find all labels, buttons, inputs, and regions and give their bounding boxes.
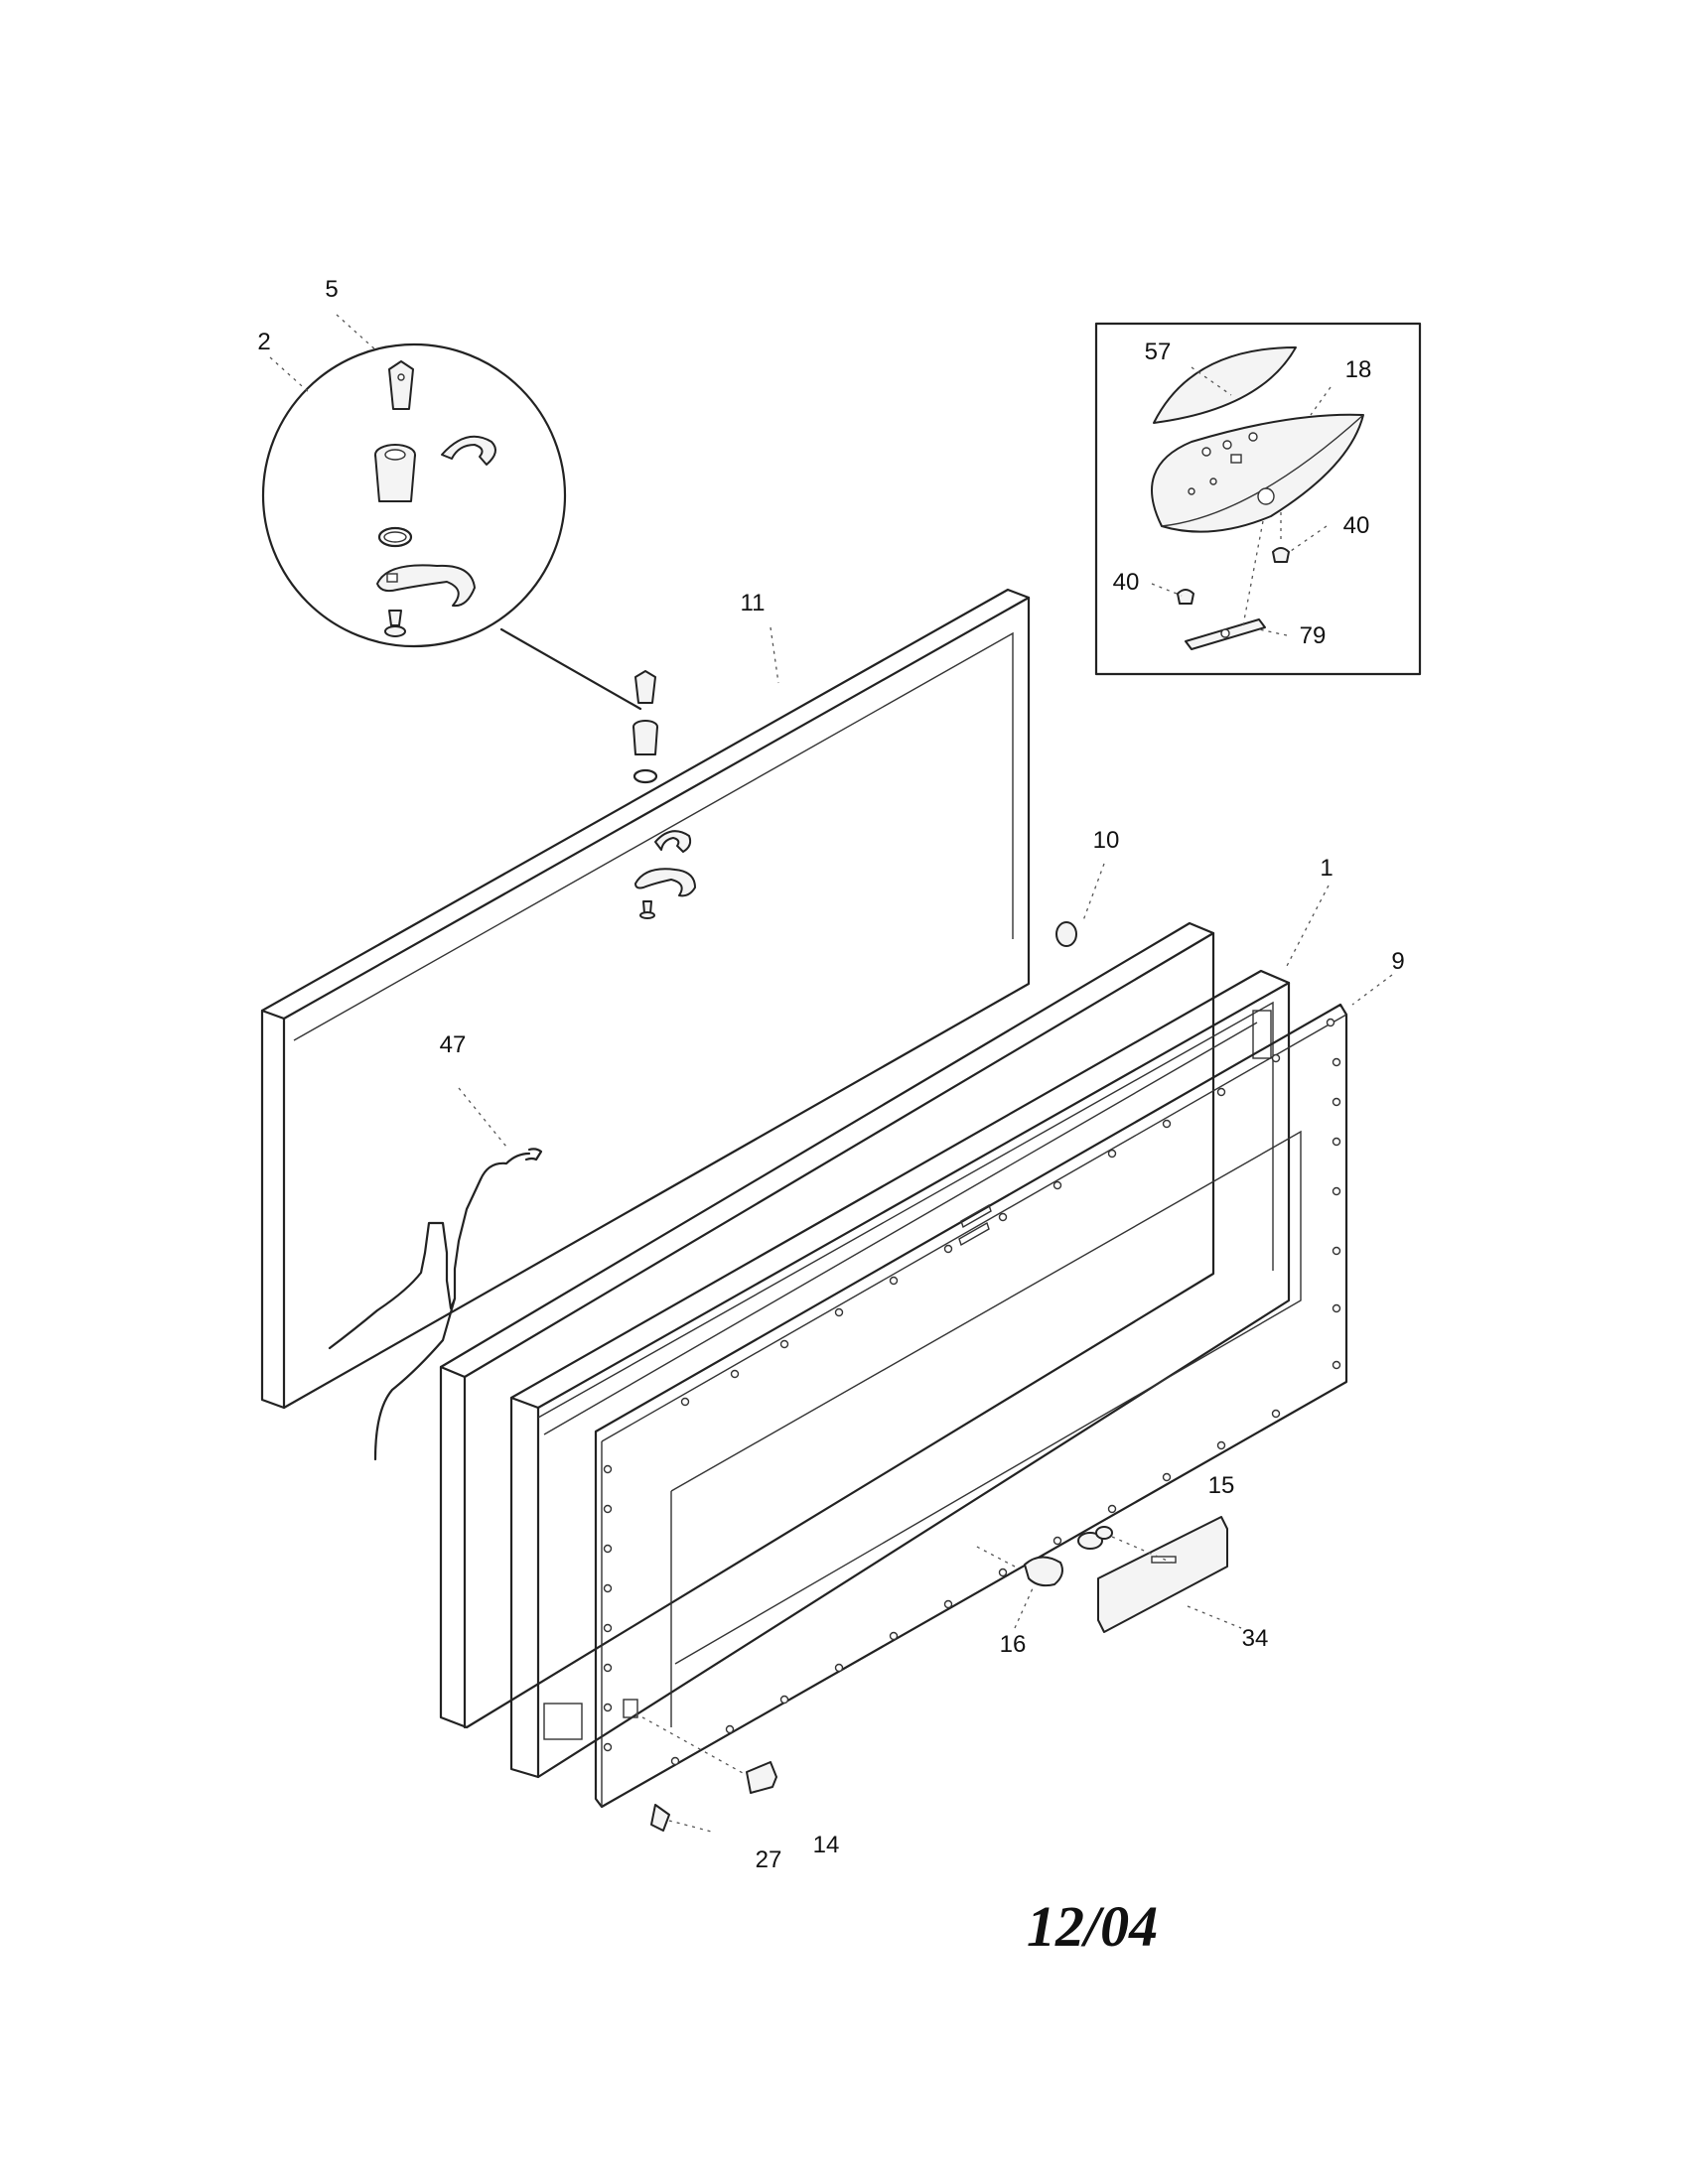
- heater-wire: [328, 1148, 543, 1461]
- callout-1: 1: [1320, 855, 1333, 882]
- small-parts: [623, 1516, 1228, 1834]
- lid-panel: [260, 588, 1077, 1410]
- callout-14: 14: [813, 1832, 840, 1858]
- callout-5: 5: [325, 276, 338, 303]
- light-assembly-detail: [1094, 322, 1422, 676]
- date-code: 12/04: [1027, 1894, 1158, 1959]
- callout-9: 9: [1391, 948, 1404, 975]
- callout-79: 79: [1300, 622, 1327, 649]
- callout-leaders: [269, 314, 1393, 1629]
- callout-18: 18: [1345, 356, 1372, 383]
- callout-27: 27: [756, 1846, 782, 1873]
- callout-15: 15: [1208, 1472, 1235, 1499]
- lock-assembly-detail: [261, 342, 642, 711]
- callout-10: 10: [1093, 827, 1120, 854]
- callout-16: 16: [1000, 1631, 1027, 1658]
- callout-40-upper: 40: [1343, 512, 1370, 539]
- callout-47: 47: [440, 1031, 467, 1058]
- callout-34: 34: [1242, 1625, 1269, 1652]
- breaker-frame: [509, 969, 1291, 1779]
- callout-2: 2: [257, 329, 270, 355]
- door-liner-frame: [439, 921, 1215, 1729]
- callout-labels: 1 2 5 9 10 11 14 15 16 18 27 34 40 40 47…: [257, 276, 1404, 1873]
- inner-door-panel: [594, 1003, 1348, 1809]
- callout-40-lower: 40: [1113, 569, 1140, 596]
- callout-11: 11: [741, 590, 766, 616]
- callout-57: 57: [1145, 339, 1172, 365]
